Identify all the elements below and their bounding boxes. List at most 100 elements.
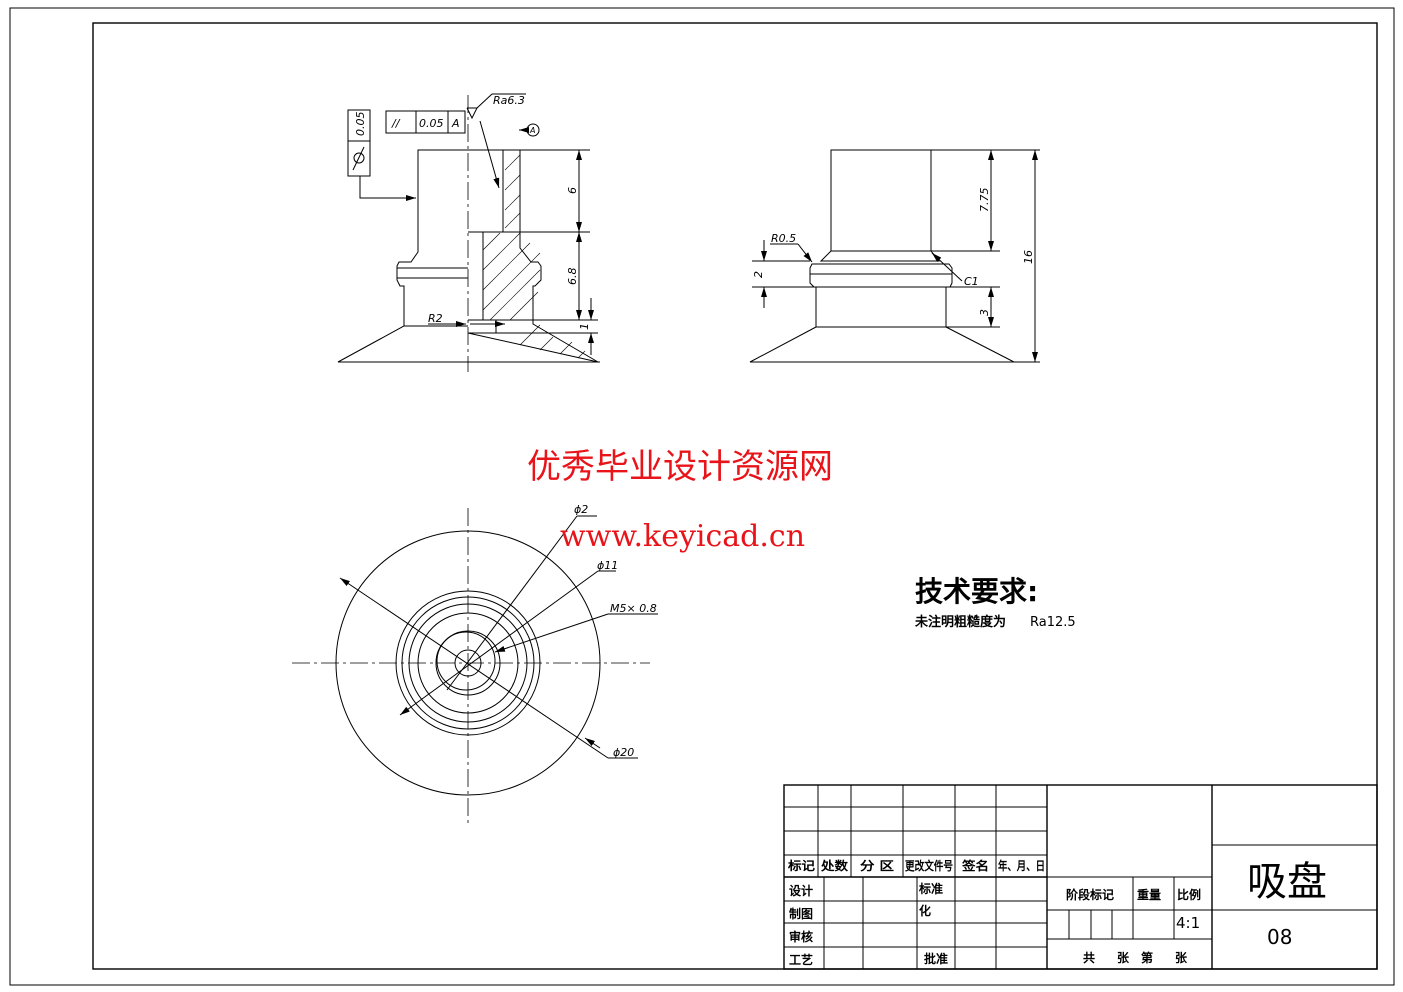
dim-phi20: ϕ20 (613, 746, 634, 759)
drawing-line (454, 649, 482, 677)
drawing-line (468, 149, 521, 233)
watermark-url: www.keyicad.cn (560, 519, 805, 554)
header-change-doc: 更改文件号 (905, 858, 953, 873)
drawing-line (435, 630, 501, 696)
drawing-line (337, 149, 600, 363)
sheet-unit-1: 张 (1117, 950, 1130, 965)
tech-req-title: 技术要求: (915, 575, 1038, 608)
dim-m5-thread: M5× 0.8 (610, 602, 657, 615)
cylindricity-tolerance: 0.05 (354, 112, 367, 137)
drawing-line (401, 596, 535, 730)
dim-phi11: ϕ11 (597, 559, 618, 572)
drawing-frame (92, 22, 1378, 970)
dim-16: 16 (1022, 250, 1035, 264)
drawing-line (339, 577, 609, 759)
drawing-line (436, 631, 496, 691)
dim-7-75: 7.75 (978, 188, 991, 213)
dim-phi2: ϕ2 (574, 503, 588, 516)
drawing-line (482, 232, 521, 271)
drawing-line (584, 737, 601, 749)
roughness-ra6-3: Ra6.3 (493, 94, 525, 107)
header-zone: 分 区 (860, 858, 894, 873)
radius-r0-5: R0.5 (771, 232, 796, 245)
drawing-line (335, 530, 601, 796)
header-date: 年、月、日 (998, 858, 1045, 873)
drawing-line (577, 350, 586, 359)
watermark-title: 优秀毕业设计资源网 (527, 447, 833, 487)
drawing-line (504, 194, 521, 211)
header-count: 处数 (820, 858, 849, 873)
dim-6: 6 (566, 187, 579, 194)
drawing-line (446, 515, 578, 691)
drawing-line (482, 242, 531, 291)
parallelism-datum: A (451, 117, 460, 130)
drawing-line (482, 154, 586, 359)
front-section-view: 6 6.8 1 R2 Ra6.3 // 0.05 A 0.05 A (337, 93, 600, 372)
drawing-line (359, 176, 416, 201)
drawing-line (395, 590, 541, 736)
header-signature: 签名 (961, 858, 989, 873)
row-review: 审核 (789, 929, 813, 944)
drawing-line (504, 154, 521, 171)
radius-r2: R2 (428, 312, 443, 325)
drawing-line (408, 603, 528, 723)
scale-value: 4:1 (1176, 914, 1200, 932)
drawing-line (797, 243, 813, 263)
drawing-line (509, 291, 539, 321)
row-process: 工艺 (789, 952, 813, 967)
drawing-line (489, 269, 541, 321)
title-block (783, 784, 1378, 970)
drawing-number: 08 (1267, 925, 1292, 949)
drawing-line (479, 120, 500, 189)
drawing-line (830, 149, 932, 252)
drawing-line (931, 252, 963, 282)
datum-label: A (529, 126, 535, 135)
drawing-line (352, 146, 365, 171)
drawing-line (815, 286, 947, 328)
drawing-line (399, 570, 599, 716)
stage-mark: 阶段标记 (1066, 887, 1114, 902)
dim-3: 3 (978, 309, 991, 316)
sheet-number: 第 (1141, 950, 1153, 965)
cylindricity-icon (353, 152, 365, 164)
drawing-line (467, 332, 599, 363)
dim-6-8: 6.8 (566, 268, 579, 286)
chamfer-c1: C1 (964, 275, 979, 288)
top-view: ϕ20 ϕ2 ϕ11 M5× 0.8 (292, 503, 658, 825)
scale-label: 比例 (1177, 887, 1201, 902)
header-mark: 标记 (787, 858, 815, 873)
dim-2: 2 (752, 271, 765, 278)
sheet-unit-2: 张 (1175, 950, 1188, 965)
drawing-line (417, 612, 519, 714)
title-block-text: 标记 处数 分 区 更改文件号 签名 年、月、日 设计 制图 审核 工艺 标准 … (787, 858, 1327, 967)
weight-label: 重量 (1137, 887, 1161, 902)
tech-req-line1: 未注明粗糙度为 (914, 614, 1006, 630)
parallelism-symbol: // (391, 117, 401, 130)
dim-1: 1 (578, 323, 591, 330)
drawing-line (504, 174, 521, 191)
parallelism-tolerance: 0.05 (419, 117, 444, 130)
side-view: 7.75 3 16 2 R0.5 C1 (749, 149, 1040, 363)
standardization-1: 标准 (918, 881, 943, 896)
drawing-line (504, 212, 521, 229)
tech-req-value: Ra12.5 (1030, 615, 1076, 630)
drawing-line (819, 250, 941, 262)
drawing-line (519, 232, 599, 363)
drawing-line (494, 613, 609, 653)
drawing-line (749, 326, 1015, 363)
drawing-line (466, 107, 478, 120)
standardization-2: 化 (919, 903, 931, 918)
drawing-line (482, 252, 541, 311)
row-drafting: 制图 (789, 906, 813, 921)
drawing-line (559, 341, 573, 355)
row-design: 设计 (789, 883, 813, 898)
sheet-border (9, 7, 1395, 986)
sheet-total: 共 (1083, 950, 1095, 965)
drawing-line (539, 336, 554, 351)
datum-a-icon (526, 123, 540, 137)
parallelism-frame (385, 110, 466, 134)
cylindricity-frame (347, 109, 371, 177)
drawing-line (482, 232, 501, 251)
drawing-line (519, 324, 541, 346)
